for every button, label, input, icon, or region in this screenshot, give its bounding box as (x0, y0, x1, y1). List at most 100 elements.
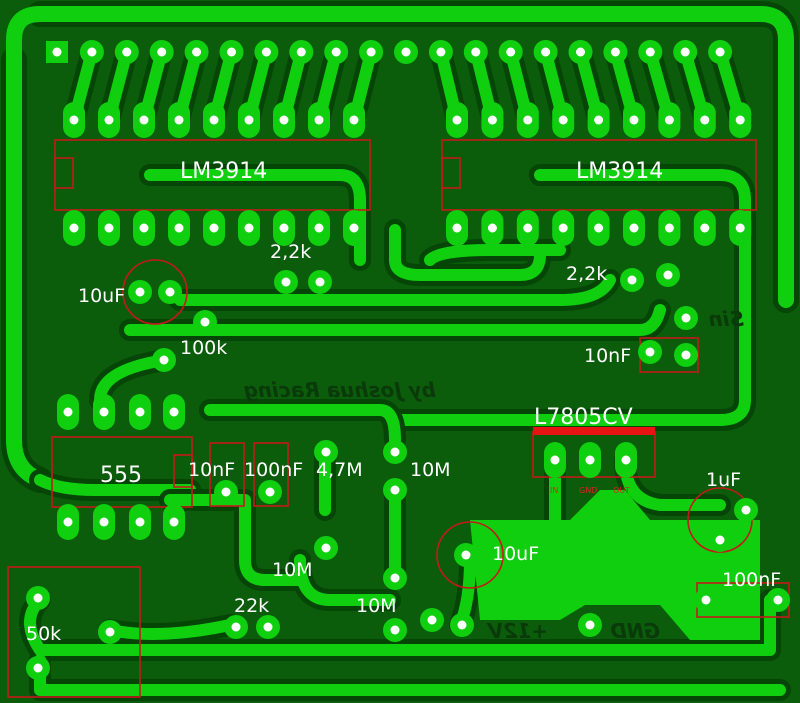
u1-pin (343, 210, 365, 246)
component-pad (274, 270, 298, 294)
u1-pin-drill (279, 223, 289, 233)
u1-pin-drill (279, 115, 289, 125)
reg-pin-drill (621, 455, 631, 465)
component-pad (708, 528, 732, 552)
connector-pin-drill (192, 47, 202, 57)
component-pad-drill (281, 277, 291, 287)
u2-pin (481, 102, 504, 138)
component-pad-drill (663, 270, 673, 280)
component-pad (674, 343, 698, 367)
connector-pin (533, 40, 558, 64)
component-pad (694, 588, 718, 612)
component-pad (620, 268, 644, 292)
component-pad-drill (200, 317, 210, 327)
reg-pin-drill (550, 455, 560, 465)
connector-pin (184, 40, 209, 64)
c10uf-a-label: 10uF (78, 285, 125, 307)
connector-pin (324, 40, 349, 64)
reg-label: L7805CV (534, 405, 633, 430)
component-pad (383, 440, 407, 464)
r10m-c-label: 10M (356, 595, 397, 617)
u3-pin (57, 504, 79, 540)
component-pad-drill (390, 573, 400, 583)
u2-pin (552, 102, 575, 138)
u3-pin-drill (169, 517, 179, 527)
u1-pin-drill (69, 115, 79, 125)
u2-pin-drill (700, 115, 710, 125)
component-pad (383, 478, 407, 502)
u2-pin-drill (735, 115, 745, 125)
connector-pin-drill (296, 47, 306, 57)
connector-pin-drill (541, 47, 551, 57)
u2-pin (446, 210, 468, 246)
component-pad (314, 536, 338, 560)
u1-pin (273, 210, 295, 246)
v12-text: +12V (486, 619, 548, 643)
component-pad (224, 615, 248, 639)
connector-pin-drill (122, 47, 132, 57)
u1-pin-drill (349, 115, 359, 125)
u2-pin-drill (558, 115, 568, 125)
component-pad-drill (427, 615, 437, 625)
u2-pin-drill (594, 223, 604, 233)
u1-pin (343, 102, 365, 138)
component-pad (578, 613, 602, 637)
u2-pin (552, 210, 575, 246)
connector-pin-drill (331, 47, 341, 57)
component-pad-drill (390, 625, 400, 635)
u1-pin-drill (209, 223, 219, 233)
component-pad-drill (457, 620, 467, 630)
connector-pin (254, 40, 279, 64)
u2-pin (623, 210, 645, 246)
component-pad (674, 306, 698, 330)
component-pad (766, 588, 790, 612)
gnd-text: GND (610, 619, 660, 643)
u2-label: LM3914 (576, 159, 663, 184)
u2-pin-drill (664, 115, 674, 125)
u2-pin (587, 102, 610, 138)
u2-pin-drill (629, 115, 639, 125)
u2-pin (693, 102, 716, 138)
u2-pin (693, 210, 716, 246)
component-pad (734, 498, 758, 522)
connector-pin (219, 40, 244, 64)
u1-pin (238, 210, 260, 246)
u1-notch (54, 157, 74, 189)
u3-pin-drill (99, 517, 109, 527)
pads-group (26, 40, 790, 680)
component-pad-drill (105, 627, 115, 637)
u3-notch (173, 454, 193, 488)
component-pad-drill (715, 535, 725, 545)
r47m-label: 4,7M (316, 459, 363, 481)
r22k-label: 22k (234, 595, 269, 617)
u1-pin-drill (139, 115, 149, 125)
u2-pin (623, 102, 645, 138)
connector-pin-drill (645, 47, 655, 57)
u3-pin-drill (169, 407, 179, 417)
connector-pin-drill (87, 47, 97, 57)
u2-pin-drill (523, 223, 533, 233)
component-pad-drill (159, 355, 169, 365)
connector-pin (394, 40, 418, 64)
u1-pin (98, 210, 120, 246)
component-pad-drill (645, 347, 655, 357)
c10nf-b-label: 10nF (584, 345, 631, 367)
c10uf-b-label: 10uF (492, 543, 539, 565)
r10m-b-label: 10M (272, 559, 313, 581)
u2-pin (658, 210, 681, 246)
u3-pin (93, 504, 115, 540)
u3-pin (93, 394, 115, 430)
u2-pin (729, 102, 752, 138)
u3-pin (129, 504, 151, 540)
u1-pin (238, 102, 260, 138)
component-pad-drill (585, 620, 595, 630)
u1-pin-drill (244, 223, 254, 233)
connector-pin-drill (471, 47, 481, 57)
connector-pin-drill (52, 47, 62, 57)
u2-pin-drill (700, 223, 710, 233)
component-pad-drill (33, 593, 43, 603)
connector-pin-drill (436, 47, 446, 57)
credit-text: by Joshua Racing (244, 378, 437, 402)
connector-pin-drill (576, 47, 585, 57)
